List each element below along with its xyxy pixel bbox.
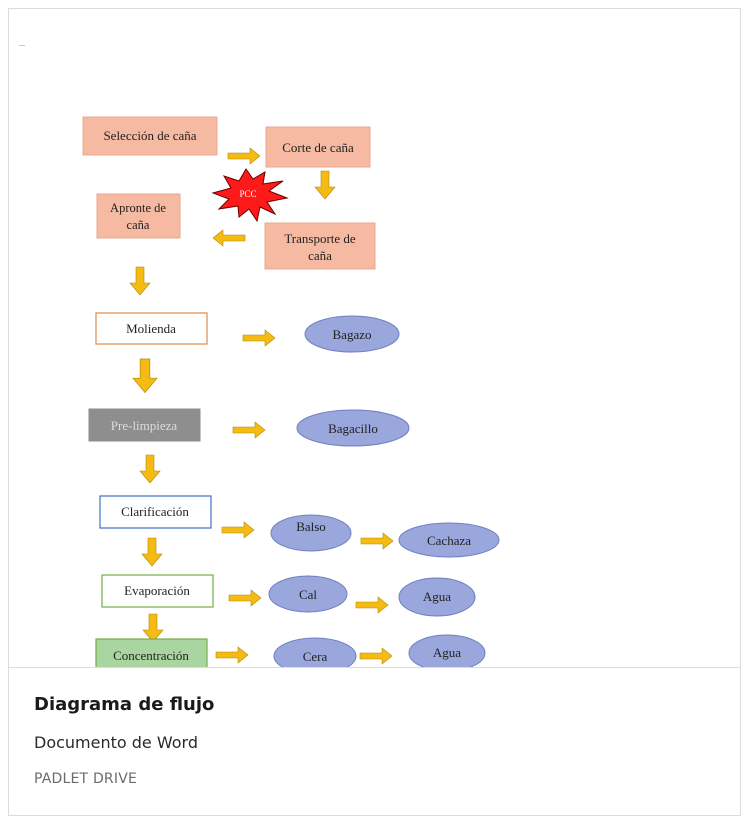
- node-molienda: [95, 312, 208, 345]
- node-clarificacion: [99, 495, 212, 529]
- arrow-seleccion-corte: [227, 147, 261, 165]
- label-prelimpieza: Pre-limpieza: [111, 418, 178, 433]
- node-corte: [265, 126, 371, 168]
- flow-diagram: Selección de caña Corte de caña PCC Apro…: [82, 116, 500, 667]
- arrow-clarificacion-evaporacion: [141, 537, 163, 567]
- arrow-prelimpieza-clarificacion: [139, 454, 161, 484]
- arrow-evaporacion-concentracion: [142, 613, 164, 643]
- label-cachaza: Cachaza: [427, 533, 471, 548]
- label-agua-1: Agua: [423, 589, 451, 604]
- arrow-balso-cachaza: [360, 532, 394, 550]
- arrow-molienda-bagazo: [242, 329, 276, 347]
- arrow-transporte-apronte: [212, 229, 246, 247]
- label-pcc: PCC: [239, 189, 256, 199]
- node-bagazo: [304, 315, 400, 353]
- attachment-subtitle: Documento de Word: [34, 733, 198, 752]
- label-apronte-line2: caña: [127, 218, 150, 232]
- node-cachaza: [398, 522, 500, 558]
- arrow-evaporacion-cal: [228, 589, 262, 607]
- label-bagazo: Bagazo: [333, 327, 372, 342]
- label-transporte-line1: Transporte de: [284, 231, 356, 246]
- label-transporte-line2: caña: [308, 248, 332, 263]
- arrow-corte-transporte: [314, 170, 336, 200]
- label-agua-2: Agua: [433, 645, 461, 660]
- label-bagacillo: Bagacillo: [328, 421, 378, 436]
- card-divider: [9, 667, 740, 668]
- node-agua-2: [408, 634, 486, 667]
- node-agua-1: [398, 577, 476, 617]
- attachment-title[interactable]: Diagrama de flujo: [34, 694, 215, 715]
- node-cera: [273, 637, 357, 667]
- arrow-clarificacion-balso: [221, 521, 255, 539]
- node-concentracion: [95, 638, 208, 667]
- node-apronte: [96, 193, 181, 239]
- arrow-molienda-prelimpieza: [132, 358, 158, 394]
- node-seleccion: [82, 116, 218, 156]
- label-concentracion: Concentración: [113, 648, 189, 663]
- arrow-concentracion-cera: [215, 646, 249, 664]
- arrow-prelimpieza-bagacillo: [232, 421, 266, 439]
- label-seleccion: Selección de caña: [103, 128, 196, 143]
- attachment-source: PADLET DRIVE: [34, 771, 138, 787]
- preview-mark: [19, 45, 25, 46]
- label-balso: Balso: [296, 519, 326, 534]
- arrow-apronte-molienda: [129, 266, 151, 296]
- arrow-cera-agua: [359, 647, 393, 665]
- pcc-star-icon: [211, 168, 289, 223]
- node-cal: [268, 575, 348, 613]
- padlet-attachment-card[interactable]: Selección de caña Corte de caña PCC Apro…: [8, 8, 741, 816]
- node-transporte: [264, 222, 376, 270]
- label-molienda: Molienda: [126, 321, 176, 336]
- label-corte: Corte de caña: [282, 140, 354, 155]
- label-evaporacion: Evaporación: [124, 583, 190, 598]
- node-prelimpieza: [88, 408, 201, 442]
- label-clarificacion: Clarificación: [121, 504, 189, 519]
- label-cera: Cera: [303, 649, 328, 664]
- node-balso: [270, 514, 352, 552]
- arrow-cal-agua: [355, 596, 389, 614]
- document-preview[interactable]: Selección de caña Corte de caña PCC Apro…: [9, 9, 740, 667]
- node-evaporacion: [101, 574, 214, 608]
- node-bagacillo: [296, 409, 410, 447]
- label-cal: Cal: [299, 587, 317, 602]
- label-apronte-line1: Apronte de: [110, 201, 166, 215]
